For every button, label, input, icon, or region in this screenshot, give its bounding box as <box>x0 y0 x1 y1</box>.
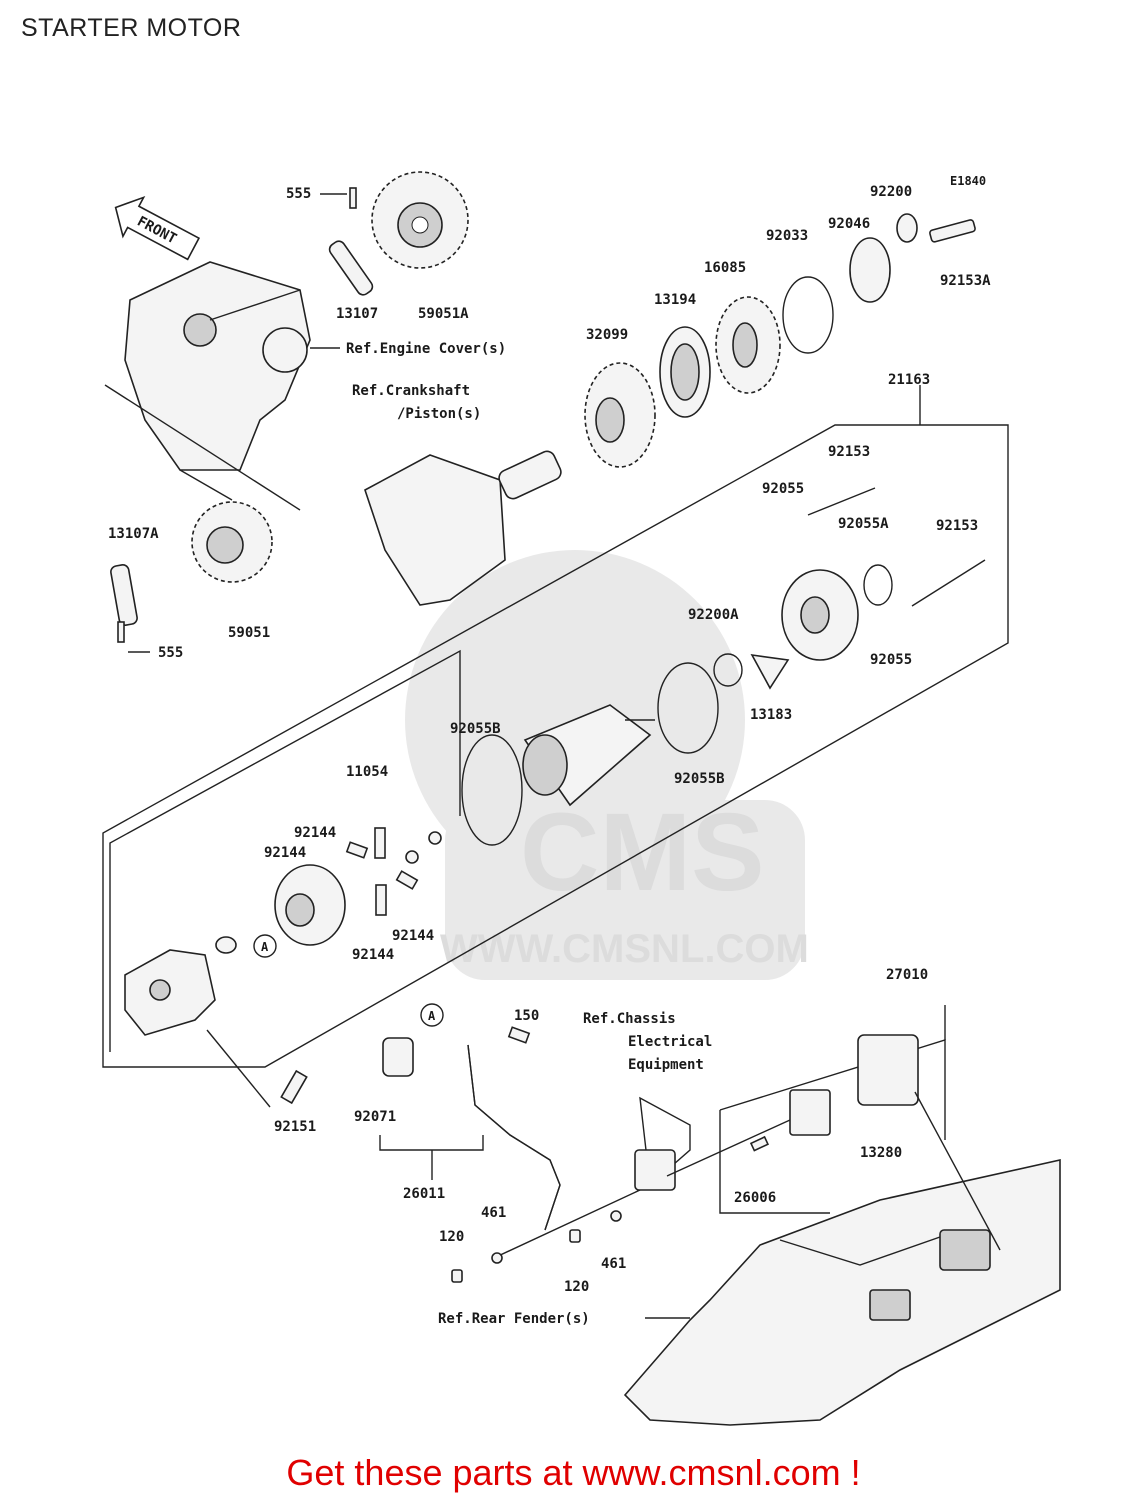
exploded-parts-diagram: CMS WWW.CMSNL.COM E1840 FRONT <box>102 171 1061 1426</box>
label-ref-crankshaft-2: /Piston(s) <box>397 406 481 422</box>
marker-a-1: A <box>261 940 269 954</box>
label-92153-a: 92153 <box>828 444 870 460</box>
front-arrow-icon: FRONT <box>114 195 201 261</box>
crankshaft-part <box>364 450 562 606</box>
marker-a-2: A <box>428 1009 436 1023</box>
label-13107: 13107 <box>336 306 378 322</box>
label-461-b: 461 <box>601 1256 626 1272</box>
bolt-92153A <box>929 219 976 243</box>
label-32099: 32099 <box>586 327 628 343</box>
label-ref-chassis-2: Electrical <box>628 1034 712 1050</box>
label-59051A: 59051A <box>418 306 469 322</box>
label-92144-d: 92144 <box>352 947 394 963</box>
label-59051: 59051 <box>228 625 270 641</box>
front-cover-part <box>124 949 216 1036</box>
label-92046: 92046 <box>828 216 870 232</box>
label-461-a: 461 <box>481 1205 506 1221</box>
rear-fender-part <box>623 1159 1061 1426</box>
label-92153-b: 92153 <box>936 518 978 534</box>
label-16085: 16085 <box>704 260 746 276</box>
shaft-13107 <box>328 240 374 296</box>
bearing-92046 <box>849 237 891 303</box>
brush-holder-part <box>274 864 346 946</box>
label-ref-rear-fender: Ref.Rear Fender(s) <box>438 1311 590 1327</box>
label-ref-chassis-3: Equipment <box>628 1057 704 1073</box>
label-13280: 13280 <box>860 1145 902 1161</box>
gear-32099 <box>584 362 656 468</box>
label-26006: 26006 <box>734 1190 776 1206</box>
label-26011: 26011 <box>403 1186 445 1202</box>
gear-59051A <box>371 171 469 269</box>
washer-92200 <box>896 213 918 243</box>
armature-part <box>522 704 655 807</box>
watermark-url: WWW.CMSNL.COM <box>440 927 809 971</box>
label-555-top: 555 <box>286 186 311 202</box>
label-150: 150 <box>514 1008 539 1024</box>
label-ref-engine-cover: Ref.Engine Cover(s) <box>346 341 506 357</box>
diagram-code: E1840 <box>950 174 986 188</box>
label-ref-chassis-1: Ref.Chassis <box>583 1011 676 1027</box>
label-13194: 13194 <box>654 292 696 308</box>
starter-cable-part <box>382 1026 561 1231</box>
shaft-13107A <box>110 564 138 626</box>
label-92200A: 92200A <box>688 607 739 623</box>
pin-555-top <box>349 187 357 209</box>
label-92200: 92200 <box>870 184 912 200</box>
label-92144-c: 92144 <box>392 928 434 944</box>
starter-relay-part <box>634 1149 676 1191</box>
label-92055-b: 92055 <box>870 652 912 668</box>
label-92071: 92071 <box>354 1109 396 1125</box>
label-92055A: 92055A <box>838 516 889 532</box>
page-title: STARTER MOTOR <box>21 14 242 42</box>
label-92055B-a: 92055B <box>450 721 501 737</box>
label-ref-crankshaft-1: Ref.Crankshaft <box>352 383 470 399</box>
label-13183: 13183 <box>750 707 792 723</box>
footer-link[interactable]: Get these parts at www.cmsnl.com ! <box>286 1452 861 1493</box>
label-13107A: 13107A <box>108 526 159 542</box>
label-120-a: 120 <box>439 1229 464 1245</box>
label-92055B-b: 92055B <box>674 771 725 787</box>
label-92151: 92151 <box>274 1119 316 1135</box>
label-92153A: 92153A <box>940 273 991 289</box>
engine-cover-part <box>124 261 340 471</box>
end-cover-part <box>781 569 859 661</box>
label-555-bottom: 555 <box>158 645 183 661</box>
label-21163: 21163 <box>888 372 930 388</box>
label-92144-a: 92144 <box>294 825 336 841</box>
label-92144-b: 92144 <box>264 845 306 861</box>
label-120-b: 120 <box>564 1279 589 1295</box>
circlip-92033 <box>782 276 834 354</box>
label-92033: 92033 <box>766 228 808 244</box>
gear-59051 <box>191 501 273 583</box>
label-92055-a: 92055 <box>762 481 804 497</box>
label-11054: 11054 <box>346 764 388 780</box>
label-27010: 27010 <box>886 967 928 983</box>
